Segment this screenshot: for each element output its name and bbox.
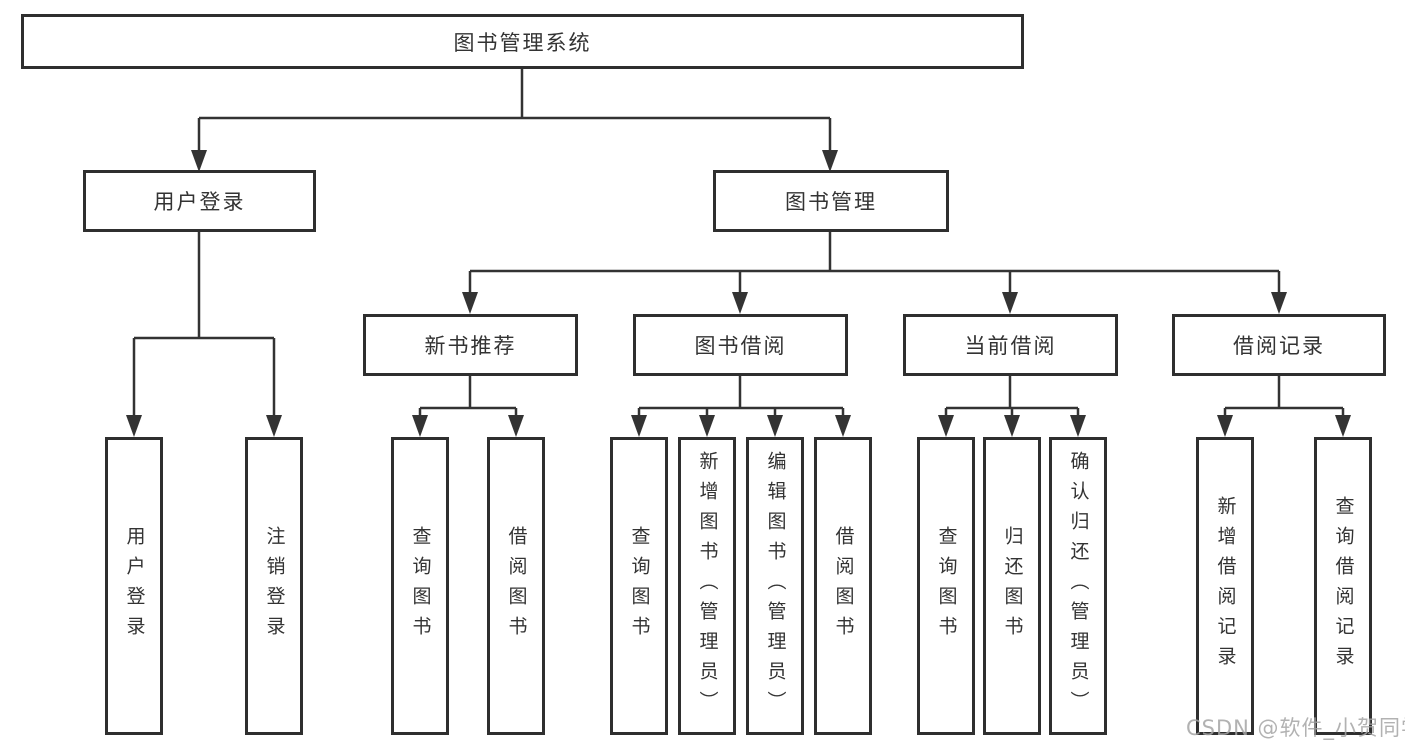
node-new-book-recommend: 新书推荐 <box>363 314 578 376</box>
leaf-borrow-books-recommend: 借阅图书 <box>487 437 545 735</box>
node-label: 确认归还（管理员） <box>1067 451 1090 721</box>
leaf-add-books-admin: 新增图书（管理员） <box>678 437 736 735</box>
leaf-query-borrow-record: 查询借阅记录 <box>1314 437 1372 735</box>
leaf-borrow-books: 借阅图书 <box>814 437 872 735</box>
node-book-management-branch: 图书管理 <box>713 170 949 232</box>
node-label: 编辑图书（管理员） <box>764 451 787 721</box>
node-label: 归还图书 <box>1001 526 1024 646</box>
leaf-query-books-recommend: 查询图书 <box>391 437 449 735</box>
node-label: 查询借阅记录 <box>1332 496 1355 676</box>
node-label: 查询图书 <box>628 526 651 646</box>
leaf-add-borrow-record: 新增借阅记录 <box>1196 437 1254 735</box>
leaf-return-books: 归还图书 <box>983 437 1041 735</box>
leaf-confirm-return-admin: 确认归还（管理员） <box>1049 437 1107 735</box>
leaf-query-books-borrow: 查询图书 <box>610 437 668 735</box>
leaf-user-login: 用户登录 <box>105 437 163 735</box>
node-current-borrowing: 当前借阅 <box>903 314 1118 376</box>
node-label: 借阅图书 <box>832 526 855 646</box>
node-label: 用户登录 <box>123 526 146 646</box>
node-label: 图书管理系统 <box>453 30 592 55</box>
node-user-login-branch: 用户登录 <box>83 170 316 232</box>
node-label: 用户登录 <box>153 190 246 214</box>
node-label: 新增图书（管理员） <box>696 451 719 721</box>
node-label: 查询图书 <box>409 526 432 646</box>
node-book-borrowing: 图书借阅 <box>633 314 848 376</box>
csdn-watermark: CSDN @软件_小贺同学 <box>1186 716 1405 740</box>
node-root-system: 图书管理系统 <box>21 14 1024 69</box>
node-label: 注销登录 <box>263 526 286 646</box>
node-label: 新书推荐 <box>424 334 517 358</box>
node-label: 借阅图书 <box>505 526 528 646</box>
node-label: 新增借阅记录 <box>1214 496 1237 676</box>
node-label: 当前借阅 <box>964 334 1057 358</box>
leaf-logout: 注销登录 <box>245 437 303 735</box>
leaf-edit-books-admin: 编辑图书（管理员） <box>746 437 804 735</box>
node-label: 查询图书 <box>935 526 958 646</box>
node-label: 图书管理 <box>785 190 877 214</box>
leaf-query-books-current: 查询图书 <box>917 437 975 735</box>
node-label: 借阅记录 <box>1233 334 1325 358</box>
node-label: 图书借阅 <box>694 334 787 358</box>
node-borrowing-records: 借阅记录 <box>1172 314 1386 376</box>
